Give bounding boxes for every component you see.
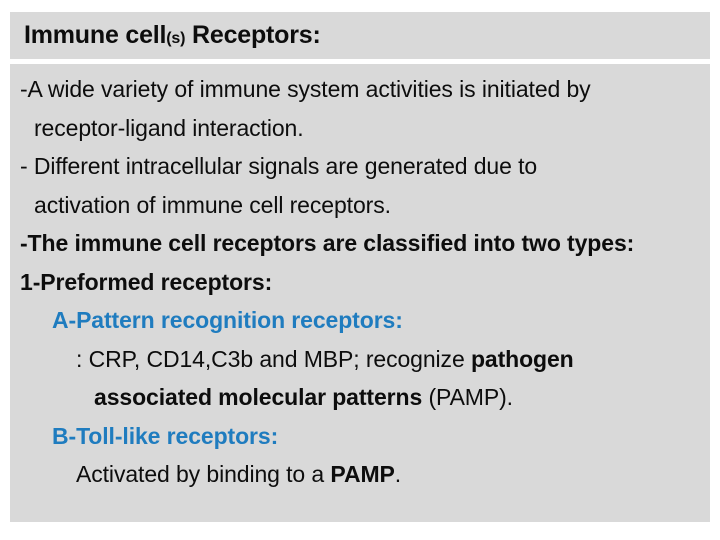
body-line-6: 1-Preformed receptors: — [20, 268, 273, 295]
body-line-9: associated molecular patterns (PAMP). — [10, 378, 710, 417]
body-line-4: activation of immune cell receptors. — [34, 191, 391, 218]
body-line-11: Activated by binding to a PAMP. — [10, 455, 710, 494]
body-line-11-seg-3: . — [394, 461, 402, 487]
body-line-10-heading-b: B-Toll-like receptors: — [52, 422, 279, 449]
body-line-8: : CRP, CD14,C3b and MBP; recognize patho… — [10, 340, 710, 379]
slide-body: -A wide variety of immune system activit… — [10, 64, 710, 522]
body-line-3: - Different intracellular signals are ge… — [20, 153, 538, 179]
body-line-11-seg-2: PAMP — [330, 461, 395, 487]
body-line-5: -The immune cell receptors are classifie… — [20, 230, 635, 256]
body-line-9-seg-1: associated molecular patterns — [94, 384, 423, 410]
page-title-main-before: Immune cell — [24, 21, 167, 49]
body-line-7-heading-a: A-Pattern recognition receptors: — [52, 307, 403, 333]
page-title: Immune cell(s) Receptors: — [10, 23, 321, 48]
body-line-2: receptor-ligand interaction. — [34, 114, 304, 141]
body-line-9-seg-2: (PAMP). — [422, 384, 513, 410]
body-line-8-seg-1: : CRP, CD14,C3b and MBP; recognize — [76, 345, 471, 372]
body-line-11-seg-1: Activated by binding to a — [76, 461, 331, 487]
slide-title-band: Immune cell(s) Receptors: — [10, 12, 710, 59]
body-line-1: -A wide variety of immune system activit… — [20, 76, 591, 102]
page-title-subscript: (s) — [166, 30, 186, 47]
page-title-main-after: Receptors: — [185, 21, 321, 49]
body-line-8-seg-2: pathogen — [470, 345, 574, 372]
